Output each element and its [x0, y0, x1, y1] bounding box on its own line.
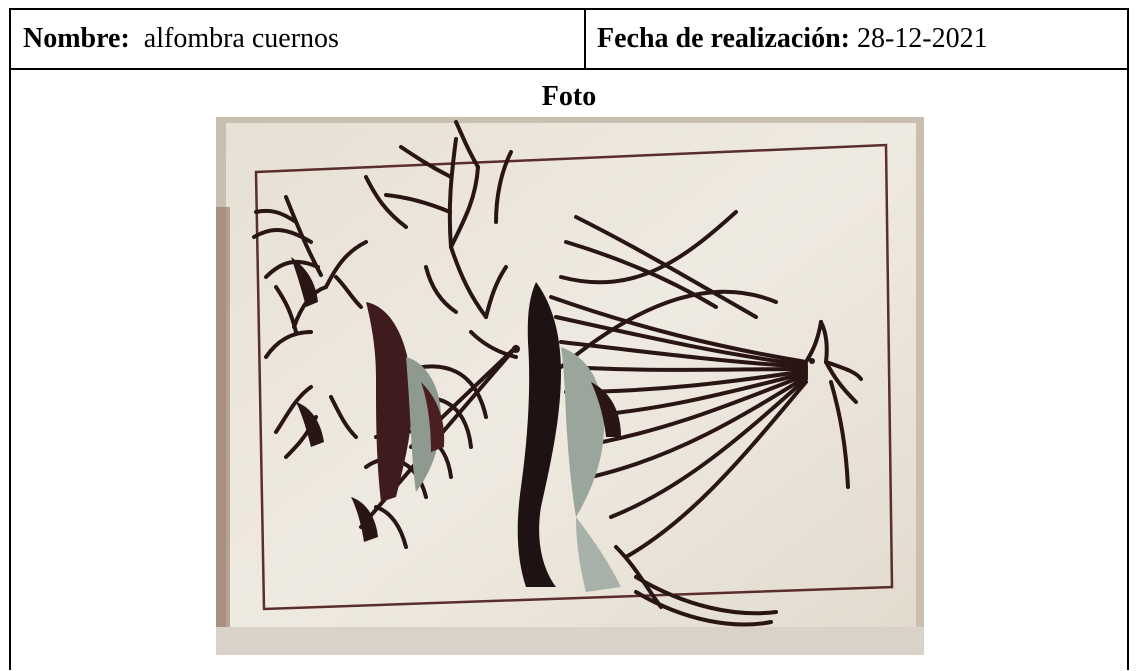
date-label: Fecha de realización: [597, 23, 850, 54]
rug-color-blocks [291, 257, 621, 592]
name-value: alfombra cuernos [143, 23, 339, 54]
name-label: Nombre: [23, 23, 130, 54]
header-row: Nombre: alfombra cuernos Fecha de realiz… [11, 10, 1127, 70]
rug-photo [216, 117, 924, 655]
date-cell: Fecha de realización: 28-12-2021 [597, 10, 988, 68]
date-value: 28-12-2021 [856, 23, 988, 54]
figure-eye [809, 358, 815, 364]
column-divider [584, 10, 586, 68]
figure-eye [512, 345, 520, 353]
rug-fringe [216, 207, 230, 627]
name-cell: Nombre: alfombra cuernos [23, 10, 339, 68]
rug-inner-border [254, 143, 894, 611]
rug-bottom-edge [216, 627, 924, 655]
photo-title: Foto [541, 81, 597, 112]
record-card: Nombre: alfombra cuernos Fecha de realiz… [9, 8, 1129, 670]
rug-illustration [216, 117, 924, 655]
antler-lines [252, 120, 863, 627]
